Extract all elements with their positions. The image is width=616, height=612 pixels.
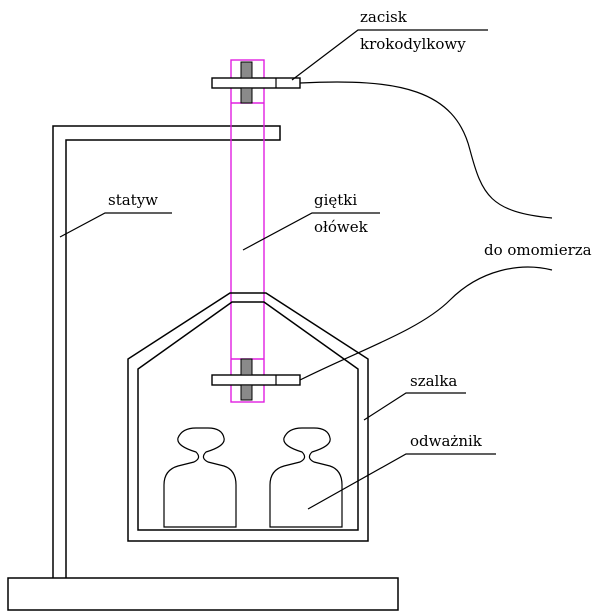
stand (7, 125, 399, 611)
weight-leader (307, 453, 496, 510)
weight-left (163, 427, 237, 528)
pencil-leader (242, 212, 380, 251)
pan (127, 292, 369, 542)
clamp-label-line1: zacisk (360, 8, 408, 26)
bottom-alligator-clip (211, 358, 301, 401)
top-wire (299, 81, 553, 219)
pencil-label-line2: ołówek (314, 218, 369, 236)
top-alligator-clip (211, 61, 301, 104)
top-screw (240, 61, 253, 79)
pan-leader (363, 392, 466, 421)
stand-label: statyw (108, 191, 158, 209)
bottom-screw (240, 358, 253, 376)
weight-right (269, 427, 343, 528)
pencil-label-line1: giętki (314, 191, 357, 209)
ohmmeter-label: do omomierza (484, 241, 592, 259)
ohmmeter-wires (299, 81, 553, 381)
flexible-pencil (230, 59, 265, 403)
bottom-wire (299, 266, 553, 381)
weight-label: odważnik (410, 432, 483, 450)
top-screw-lower (240, 87, 253, 104)
bottom-screw-lower (240, 384, 253, 401)
stand-base (7, 577, 399, 611)
leader-lines (59, 29, 496, 510)
clamp-label-line2: krokodylkowy (360, 35, 466, 53)
stand-leader (59, 212, 172, 238)
clamp-leader (291, 29, 488, 81)
pan-label: szalka (410, 372, 457, 390)
